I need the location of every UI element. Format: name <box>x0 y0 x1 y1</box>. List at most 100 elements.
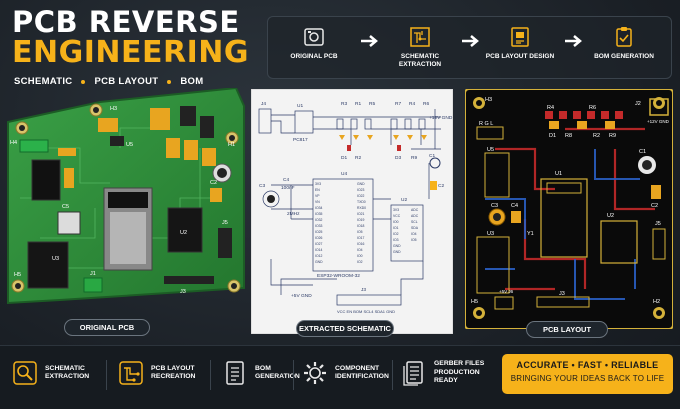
esp32-right-pin: IO4 <box>357 248 363 252</box>
dot-separator <box>81 79 86 84</box>
lay-label-r4: R4 <box>547 105 554 111</box>
lay-label-c2: C2 <box>651 203 658 209</box>
cta-headline: ACCURATE • FAST • RELIABLE <box>516 360 659 370</box>
u2-right-pin: SDA <box>411 226 419 230</box>
divider <box>106 360 107 390</box>
esp32-right-pin: IO0 <box>357 254 363 258</box>
u2-left-pin: GND <box>393 244 401 248</box>
esp32-left-pin: IO25 <box>315 230 322 234</box>
lay-label-r8: R8 <box>565 133 572 139</box>
sch-label-12v: +12V GND <box>429 115 453 121</box>
esp32-right-pin: IO16 <box>357 242 364 246</box>
esp32-right-pin: IO22 <box>357 194 364 198</box>
esp32-right-pin: IO23 <box>357 188 364 192</box>
lay-label-d1: D1 <box>549 133 556 139</box>
sch-label-r5: R5 <box>369 101 375 107</box>
u2-right-pin: SCL <box>411 220 418 224</box>
panel-label-layout: PCB LAYOUT <box>526 321 608 338</box>
sch-label-r2: R2 <box>355 155 361 161</box>
divider <box>210 360 211 390</box>
label-j3: J3 <box>180 289 186 295</box>
u2-left-pin: 3V3 <box>393 208 399 212</box>
cta-badge: ACCURATE • FAST • RELIABLE BRINGING YOUR… <box>502 354 673 394</box>
lay-label-h2: H2 <box>653 299 660 305</box>
clipboard-check-icon <box>612 25 636 49</box>
lay-label-c1: C1 <box>639 149 646 155</box>
label-u5: U5 <box>126 142 133 148</box>
feature-label: COMPONENT IDENTIFICATION <box>335 364 389 380</box>
sch-label-u2b: U2 <box>401 197 407 203</box>
panel-label-schematic: EXTRACTED SCHEMATIC <box>296 320 394 337</box>
sch-label-r1: R1 <box>355 101 361 107</box>
original-pcb-image: H3 H1 H4 H5 U2 U3 J1 J3 J5 C5 U5 C2 <box>7 88 245 305</box>
feature-label: PCB LAYOUT RECREATION <box>151 364 196 380</box>
arrow-right-icon <box>565 35 582 47</box>
extracted-schematic-image: J4 U1 PC817 R3 R1 R5 R7 R4 R6 D1 R2 D3 R… <box>251 89 453 334</box>
feature-label: SCHEMATIC EXTRACTION <box>45 364 90 380</box>
esp32-left-pin: 3V3 <box>315 182 321 186</box>
file-stack-icon <box>401 360 427 386</box>
u2-right-pin: IO5 <box>411 238 417 242</box>
lay-label-r2: R2 <box>593 133 600 139</box>
label-c5: C5 <box>62 204 69 210</box>
flow-step-label: BOM GENERATION <box>594 53 654 60</box>
flow-step-label: PCB LAYOUT DESIGN <box>485 53 555 60</box>
esp32-left-pin: GND <box>315 260 323 264</box>
lay-label-u1: U1 <box>555 171 562 177</box>
flow-step-schematic: SCHEMATIC EXTRACTION <box>380 25 460 69</box>
sch-label-r6: R6 <box>423 101 429 107</box>
flow-step-label: ORIGINAL PCB <box>290 53 338 60</box>
sch-label-j3: J3 <box>361 287 366 293</box>
esp32-right-pin: IO17 <box>357 236 364 240</box>
esp32-right-pin: IO5 <box>357 230 363 234</box>
feature-label: GERBER FILES PRODUCTION READY <box>434 360 485 385</box>
esp32-right-pin: TXD0 <box>357 200 366 204</box>
sch-label-d3: D3 <box>395 155 401 161</box>
arrow-right-icon <box>462 35 479 47</box>
tag-pcb-layout: PCB LAYOUT <box>94 76 159 87</box>
flow-step-label: SCHEMATIC EXTRACTION <box>398 53 442 68</box>
label-h3: H3 <box>110 106 117 112</box>
title-line-2: ENGINEERING <box>12 35 249 70</box>
process-flow: ORIGINAL PCB SCHEMATIC EXTRACTION PCB LA… <box>267 16 672 79</box>
u2-left-pin: IO3 <box>393 238 399 242</box>
esp32-left-pin: IO14 <box>315 248 322 252</box>
page-title: PCB REVERSE ENGINEERING <box>12 8 249 68</box>
tag-schematic: SCHEMATIC <box>14 76 73 87</box>
label-j1: J1 <box>90 271 96 277</box>
sch-label-r4: R4 <box>409 101 415 107</box>
u2-left-pin: GND <box>393 250 401 254</box>
sch-label-u1-part: PC817 <box>293 137 308 143</box>
feature-pcb-layout-recreation: PCB LAYOUT RECREATION <box>118 360 197 386</box>
magnifier-board-icon <box>12 360 38 386</box>
feature-gerber-files: GERBER FILES PRODUCTION READY <box>401 360 498 386</box>
esp32-right-pin: IO19 <box>357 218 364 222</box>
esp32-right-pin: RXD0 <box>357 206 366 210</box>
sch-label-u1: U1 <box>297 103 303 109</box>
sch-label-u4: U4 <box>341 171 347 177</box>
sch-label-c3: C3 <box>259 183 265 189</box>
u2-right-pin: IO4 <box>411 232 417 236</box>
esp32-left-pin: VP <box>315 194 320 198</box>
lay-label-u5: U5 <box>487 147 494 153</box>
schematic-icon <box>408 25 432 49</box>
lay-label-r6: R6 <box>589 105 596 111</box>
esp32-left-pin: IO34 <box>315 206 322 210</box>
u2-left-pin: VCC <box>393 214 401 218</box>
u2-left-pin: IO2 <box>393 232 399 236</box>
sch-label-r3: R3 <box>341 101 347 107</box>
label-h5: H5 <box>14 272 21 278</box>
flow-step-original-pcb: ORIGINAL PCB <box>274 25 354 61</box>
sch-label-5v: +5V GND <box>291 293 312 299</box>
lay-label-12v: +12V GND <box>647 119 670 124</box>
sch-label-header-pins: VCC EN BOM SCL4 SDA1 GND <box>337 309 395 314</box>
feature-component-identification: COMPONENT IDENTIFICATION <box>302 360 393 386</box>
lay-label-rgl: R G L <box>479 121 493 127</box>
lay-label-y1: Y1 <box>527 231 534 237</box>
esp32-left-pin: EN <box>315 188 320 192</box>
esp32-left-pin: IO27 <box>315 242 322 246</box>
document-list-icon <box>222 360 248 386</box>
lay-label-c4: C4 <box>511 203 518 209</box>
flow-step-bom: BOM GENERATION <box>584 25 664 61</box>
pcb-layout-icon <box>508 25 532 49</box>
